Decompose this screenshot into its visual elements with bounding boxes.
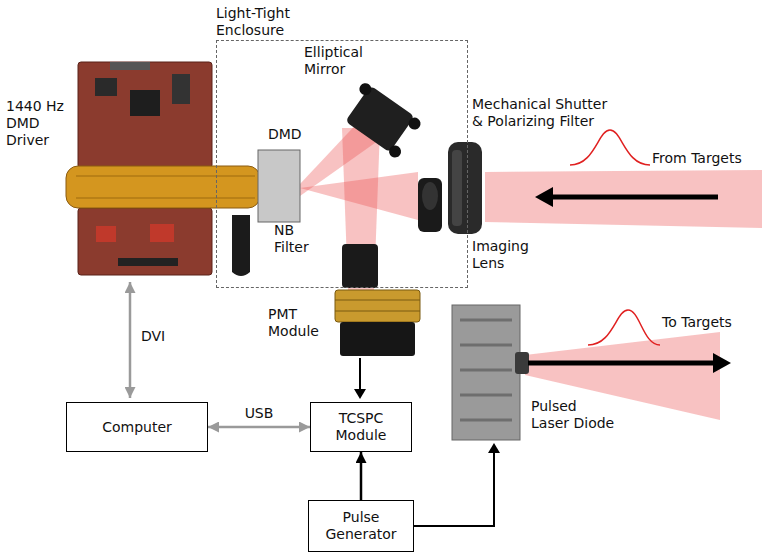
pmt-body: [340, 322, 415, 356]
part-label: Elliptical Mirror: [304, 44, 384, 78]
knob: [357, 81, 374, 98]
box-text: Computer: [102, 419, 172, 436]
part-label: Mechanical Shutter & Polarizing Filter: [472, 96, 620, 130]
label-wrap: Pulsed Laser Diode: [531, 398, 618, 432]
light-beam: [485, 170, 762, 228]
device-box: TCSPC Module: [310, 402, 412, 452]
label-wrap: From Targets: [652, 150, 757, 167]
knob: [387, 143, 404, 160]
shutter-ring: [452, 150, 462, 226]
dvi-cable: [129, 282, 132, 398]
chip: [150, 224, 174, 242]
part-label: 1440 Hz DMD Driver: [6, 98, 72, 148]
label-wrap: 1440 Hz DMD Driver: [6, 98, 72, 148]
fin: [460, 394, 512, 397]
chip: [172, 74, 190, 104]
arrow-head: [354, 389, 366, 399]
label-wrap: Mechanical Shutter & Polarizing Filter: [472, 96, 620, 130]
diode: [515, 352, 529, 374]
label-wrap: PMT Module: [268, 306, 330, 340]
pulse-curve: [570, 130, 650, 165]
chip: [95, 78, 117, 96]
box-text: Pulse Generator: [315, 509, 407, 543]
light-arrow: [551, 195, 718, 200]
part-label: DMD: [268, 126, 318, 143]
connector: [110, 62, 150, 70]
lens-holder: [418, 178, 442, 232]
chip: [96, 226, 116, 242]
heat-sink: [452, 305, 520, 440]
pmt-thread: [335, 300, 420, 301]
label-wrap: Elliptical Mirror: [304, 44, 384, 78]
light-beam: [342, 128, 380, 290]
fin: [460, 369, 512, 372]
driver-board: [78, 208, 212, 275]
label-wrap: To Targets: [662, 314, 752, 331]
trigger-wire: [413, 452, 494, 526]
arrow-head: [535, 187, 553, 207]
box-text: TCSPC Module: [317, 410, 405, 444]
part-label: DVI: [141, 328, 181, 345]
pmt-gold: [335, 290, 420, 322]
nb-filter: [342, 244, 378, 288]
ribbon-cable: [66, 166, 260, 208]
knob: [406, 115, 423, 132]
arrow-head: [713, 353, 731, 373]
connector: [360, 452, 363, 500]
pulse-curve: [588, 310, 660, 345]
enclosure: Light-Tight Enclosure: [216, 40, 468, 288]
label-wrap: DVI: [141, 328, 181, 345]
shutter: [448, 142, 482, 234]
mount-body: [345, 85, 414, 152]
connector: [208, 426, 310, 429]
ribbon-edge: [76, 175, 255, 177]
fin: [460, 319, 512, 322]
lens: [422, 182, 438, 210]
ribbon-edge: [76, 197, 255, 199]
label-wrap: NB Filter: [274, 222, 322, 256]
light-arrow: [528, 361, 714, 366]
header-pins: [118, 258, 178, 266]
mirror-mount: [338, 81, 423, 160]
part-label: Imaging Lens: [472, 238, 538, 272]
device-box: Pulse Generator: [308, 500, 414, 552]
dmd-clip: [232, 215, 250, 276]
part-label: Pulsed Laser Diode: [531, 398, 618, 432]
edge-label: USB: [243, 405, 276, 422]
dmd-chip: [258, 150, 300, 222]
driver-board: [78, 62, 212, 168]
fin: [460, 419, 512, 422]
label-wrap: DMD: [268, 126, 318, 143]
fin: [460, 344, 512, 347]
label-wrap: Imaging Lens: [472, 238, 538, 272]
part-label: To Targets: [662, 314, 752, 331]
pmt-thread: [335, 311, 420, 312]
enclosure-heading-wrap: Light-Tight Enclosure: [216, 5, 316, 39]
part-label: NB Filter: [274, 222, 322, 256]
device-box: Computer: [66, 402, 208, 452]
chip: [130, 90, 160, 116]
signal-wire: [359, 358, 361, 392]
enclosure-heading: Light-Tight Enclosure: [216, 5, 316, 39]
part-label: PMT Module: [268, 306, 330, 340]
arrow-head: [488, 443, 500, 453]
part-label: From Targets: [652, 150, 757, 167]
